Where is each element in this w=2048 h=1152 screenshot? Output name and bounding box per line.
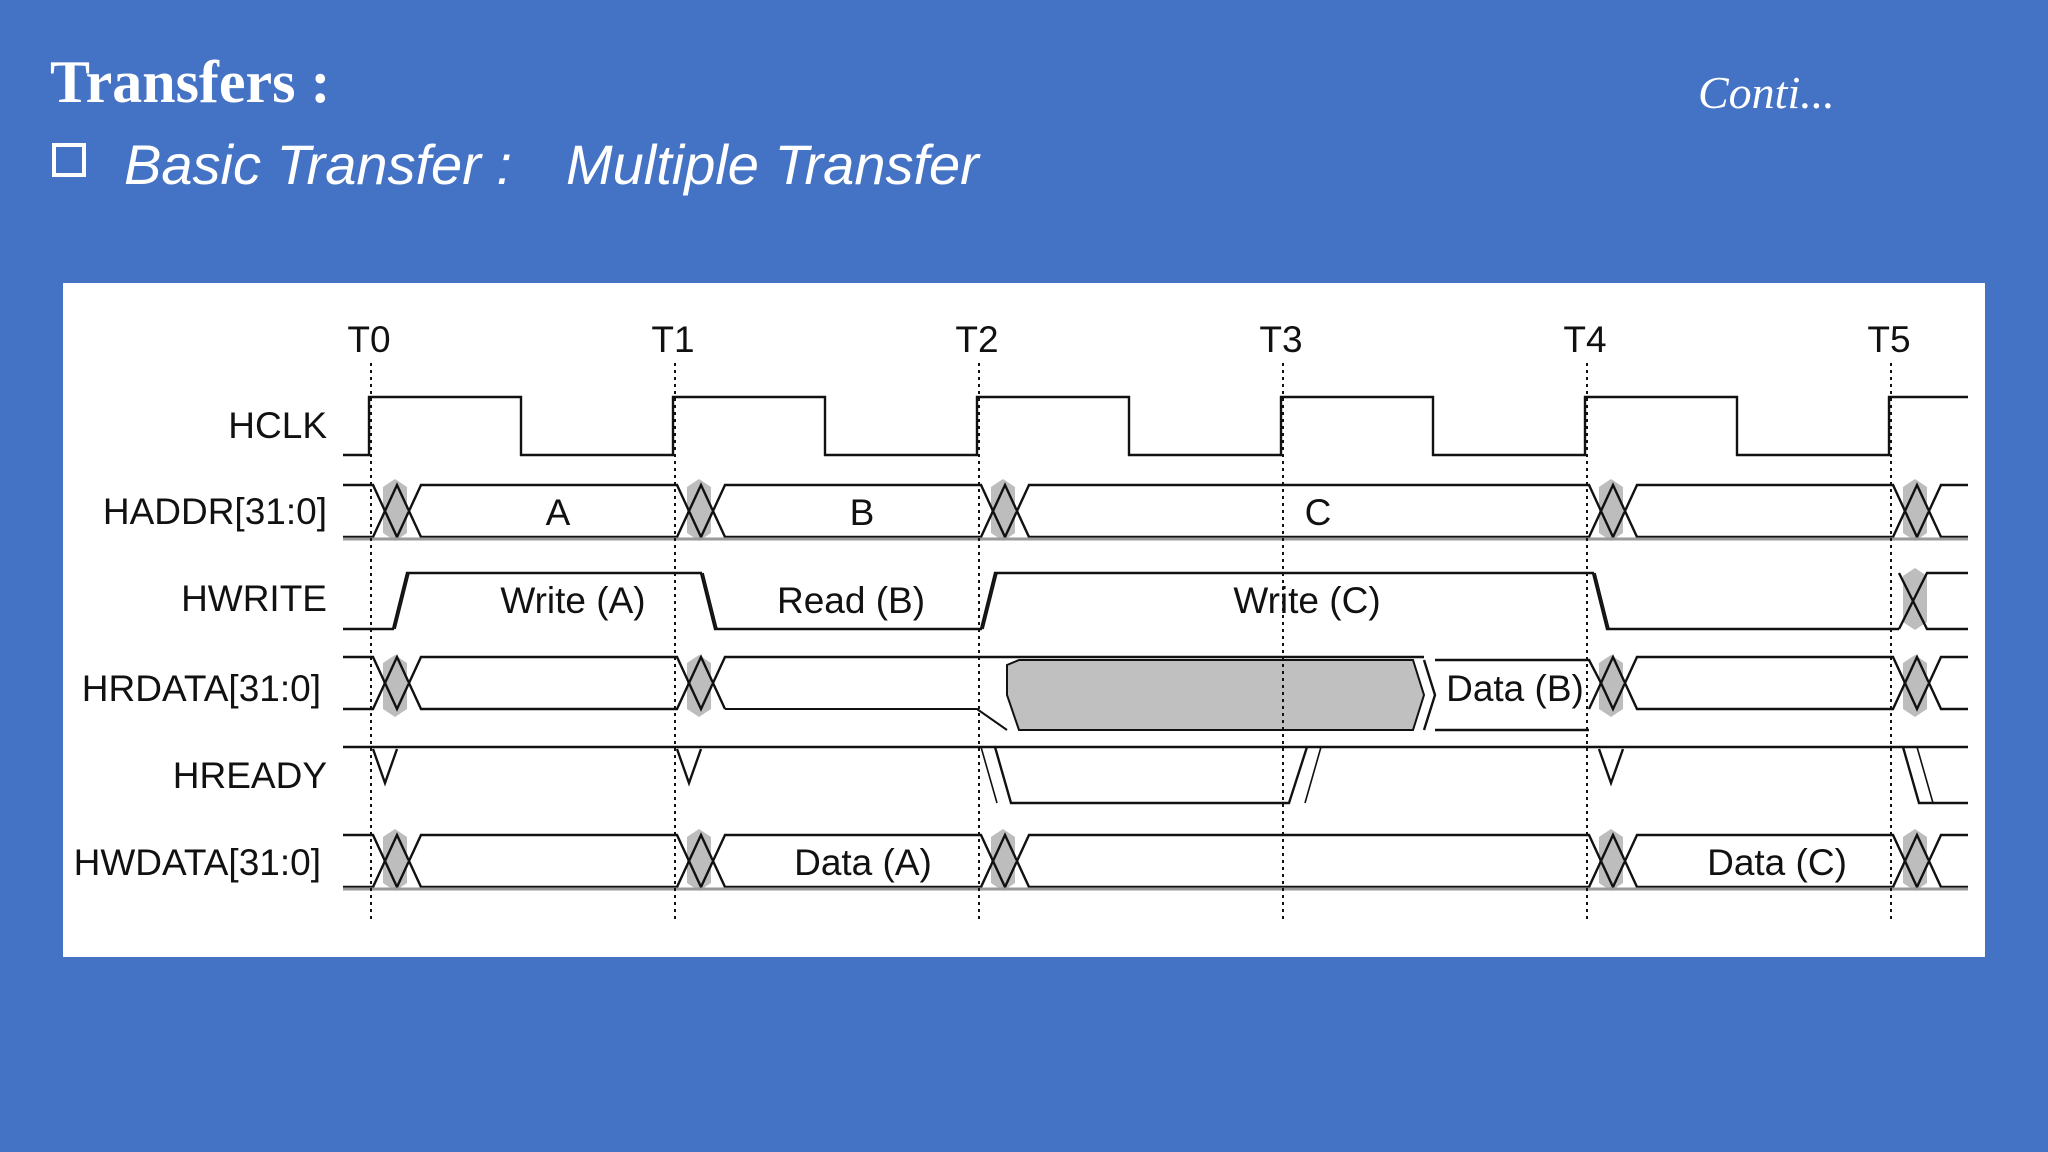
signal-label-hwrite: HWRITE [181,578,327,619]
hwdata-label-a: Data (A) [794,842,932,883]
timing-diagram-svg: T0 T1 T2 T3 T4 T5 HCLK HADDR[31:0] HWRIT… [74,319,1968,923]
signal-label-hwdata: HWDATA[31:0] [74,842,321,883]
tick-label-t4: T4 [1563,319,1606,360]
bullet-sublabel: Multiple Transfer [565,133,979,196]
hclk-wave [343,395,1968,457]
hready-wave [343,745,1968,805]
hwdata-wave [343,832,1968,890]
bullet-item: Basic Transfer : Multiple Transfer [52,132,979,197]
tick-label-t3: T3 [1259,319,1302,360]
haddr-label-b: B [850,492,875,533]
signal-label-hclk: HCLK [228,405,327,446]
hwrite-label-a: Write (A) [500,580,645,621]
hrdata-invalid-fill [1006,659,1426,731]
tick-label-t1: T1 [651,319,694,360]
signal-label-hrdata: HRDATA[31:0] [82,668,321,709]
tick-label-t2: T2 [955,319,998,360]
waveforms [343,395,1968,890]
haddr-label-a: A [546,492,571,533]
tick-label-t0: T0 [347,319,390,360]
hrdata-label-b: Data (B) [1446,668,1584,709]
hwrite-label-c: Write (C) [1233,580,1380,621]
bus-underlines [343,537,1968,891]
hwrite-wave [343,571,1968,631]
checkbox-icon [52,142,86,177]
tick-label-t5: T5 [1867,319,1910,360]
haddr-label-c: C [1305,492,1332,533]
continued-label: Conti... [1698,67,1835,118]
tick-guides [370,363,1892,923]
hrdata-wave [343,654,1968,732]
signal-label-haddr: HADDR[31:0] [103,491,327,532]
timing-diagram: T0 T1 T2 T3 T4 T5 HCLK HADDR[31:0] HWRIT… [63,283,1985,957]
signal-label-hready: HREADY [173,755,327,796]
hwrite-label-b: Read (B) [777,580,925,621]
bullet-label: Basic Transfer : [124,133,512,196]
hwdata-label-c: Data (C) [1707,842,1847,883]
slide-title: Transfers : [50,49,331,115]
haddr-wave [343,482,1968,540]
